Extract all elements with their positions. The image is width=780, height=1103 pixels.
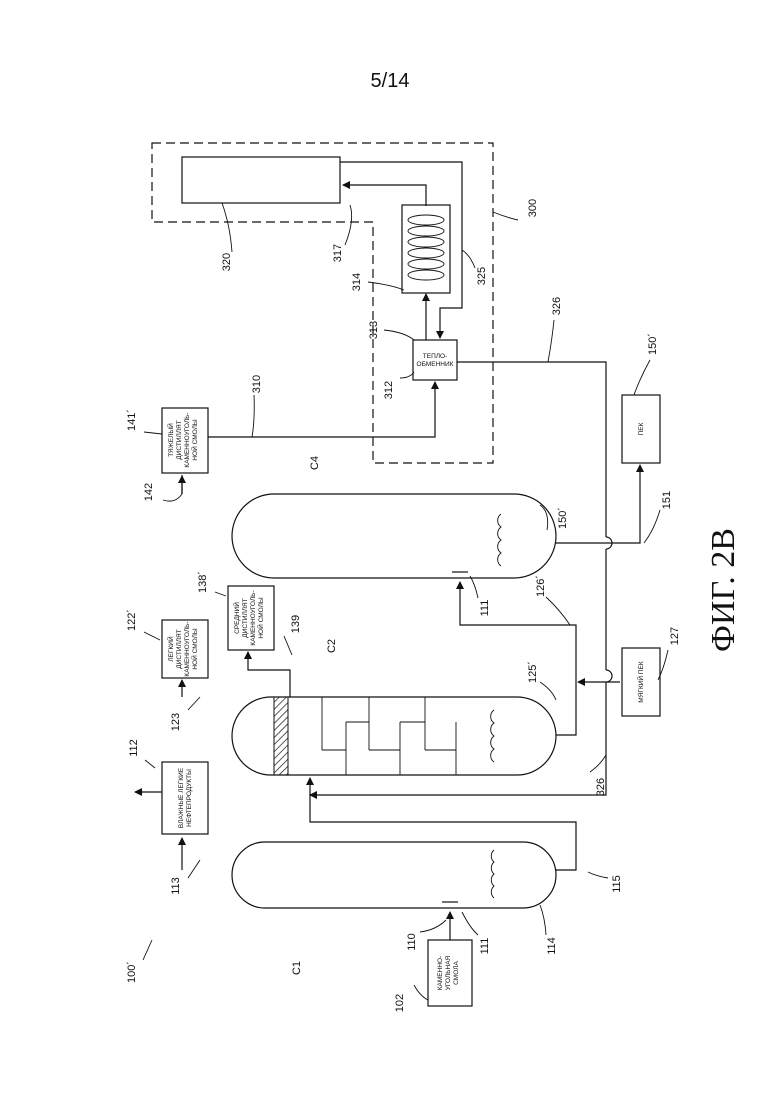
ref-110: 110 xyxy=(406,933,418,951)
ref-139: 139 xyxy=(290,615,302,633)
pipe-125 xyxy=(556,710,576,735)
heat-exchanger-box xyxy=(413,340,457,380)
ref-127: 127 xyxy=(669,627,681,645)
unit-320 xyxy=(182,157,340,203)
pipe-126 xyxy=(460,582,576,710)
ref-123: 123 xyxy=(170,713,182,731)
ref-314: 314 xyxy=(351,273,363,291)
ref-112: 112 xyxy=(128,739,140,757)
ref-313: 313 xyxy=(368,321,380,339)
ref-300: 300 xyxy=(527,199,539,217)
ref-125: 125´ xyxy=(527,661,539,683)
label-c4: С4 xyxy=(309,456,321,470)
label-c1: С1 xyxy=(291,961,303,975)
column-c1 xyxy=(232,842,556,908)
pipe-151 xyxy=(556,465,640,543)
ref-150-pitch: 150´ xyxy=(647,333,659,355)
ref-141: 141´ xyxy=(126,409,138,431)
ref-102: 102 xyxy=(394,994,406,1012)
pipe-326-crossover-2 xyxy=(606,670,612,682)
ref-138: 138´ xyxy=(197,571,209,593)
label-c2: С2 xyxy=(326,639,338,653)
ref-113: 113 xyxy=(170,877,182,895)
ref-320: 320 xyxy=(221,253,233,271)
ref-310: 310 xyxy=(251,375,263,393)
light-oils-label: ВЛАЖНЫЕ ЛЕГКИЕНЕФТЕПРОДУКТЫ xyxy=(178,767,193,828)
c2-packing xyxy=(274,697,288,775)
ref-326-lower: 326 xyxy=(595,778,607,796)
ref-326-upper: 326 xyxy=(551,297,563,315)
ref-312: 312 xyxy=(383,381,395,399)
ref-115: 115 xyxy=(611,875,623,893)
pipe-317 xyxy=(343,185,426,206)
ref-111-c4: 111 xyxy=(479,600,491,617)
ref-126: 126´ xyxy=(535,575,547,597)
ref-151: 151 xyxy=(661,491,673,509)
ref-325: 325 xyxy=(476,267,488,285)
ref-317: 317 xyxy=(332,244,344,262)
pipe-310 xyxy=(208,382,435,437)
label-100: 100´ xyxy=(126,961,138,983)
soft-pitch-label: МЯГКИЙ ПЕК xyxy=(636,661,645,703)
ref-111-c1: 111 xyxy=(479,938,491,955)
column-c4 xyxy=(232,494,556,578)
ref-122: 122´ xyxy=(126,609,138,631)
pipe-139 xyxy=(248,652,290,697)
ref-142: 142 xyxy=(143,483,155,501)
light-oils-box xyxy=(162,762,208,834)
ref-150-c4: 150´ xyxy=(557,507,569,529)
figure-caption: ФИГ. 2В xyxy=(705,528,742,652)
ref-114: 114 xyxy=(546,937,558,955)
pitch-label: ПЕК xyxy=(638,422,645,435)
